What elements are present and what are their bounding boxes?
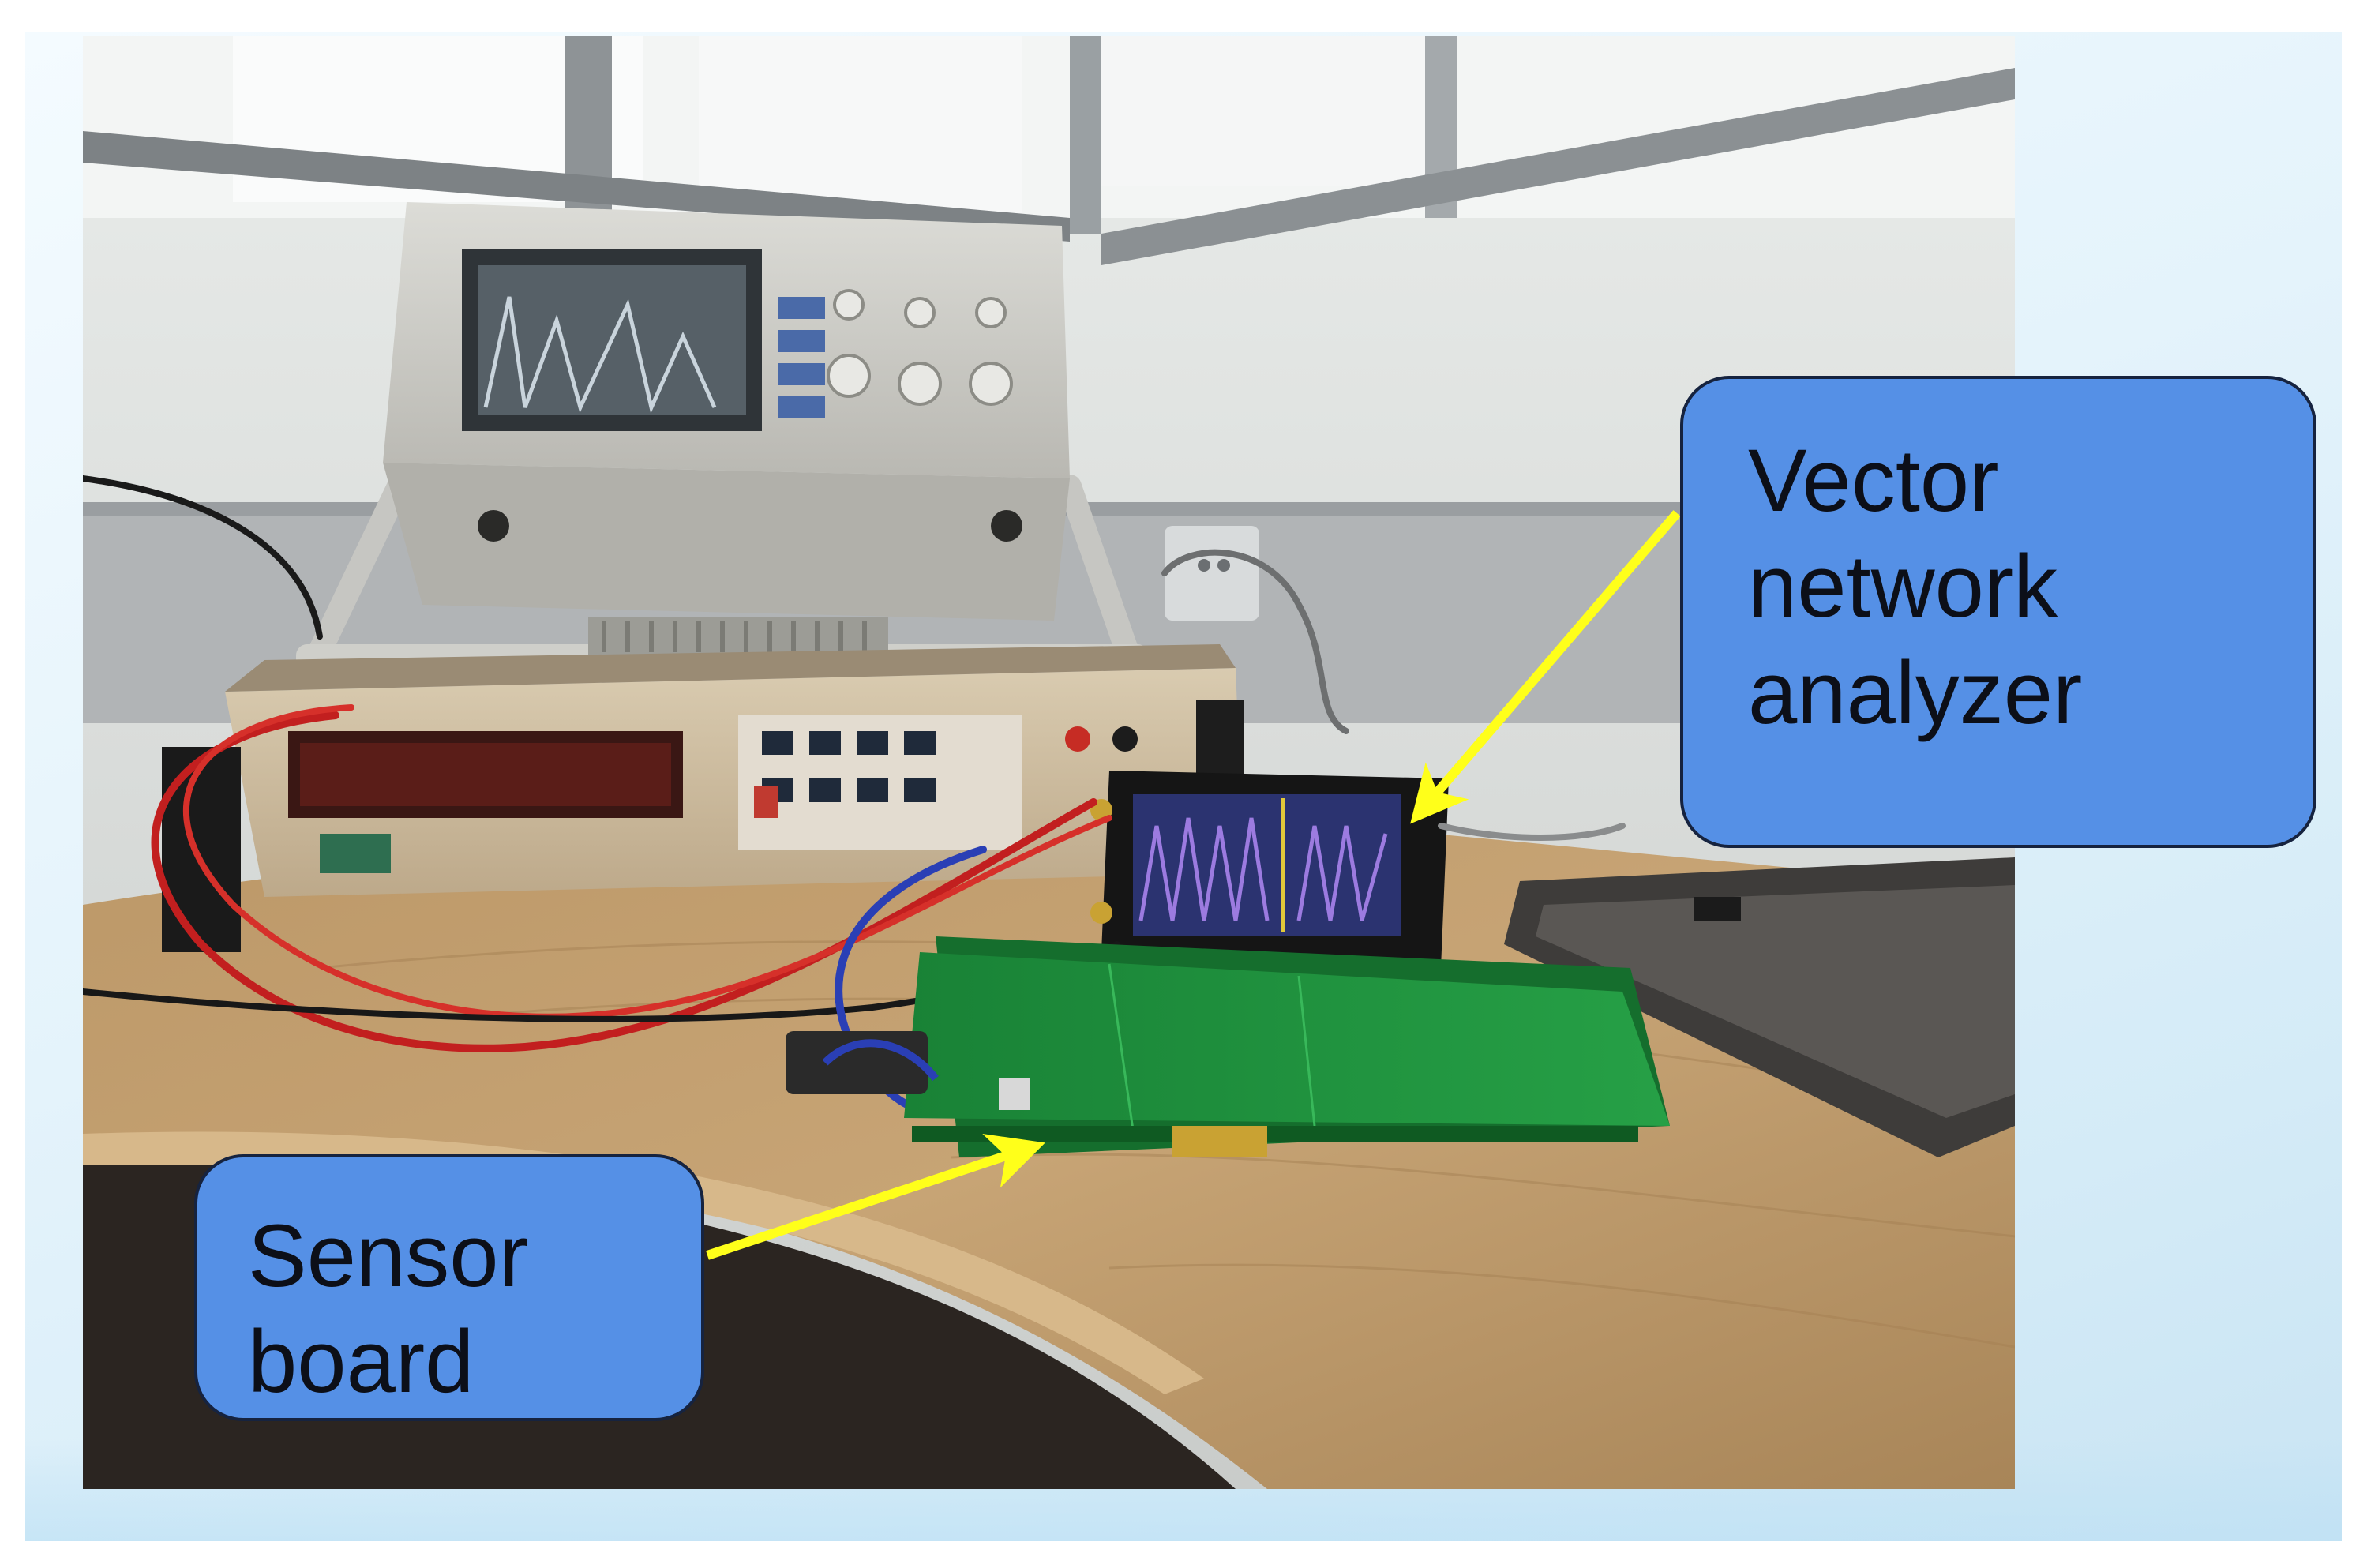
sensor-callout-line-2: board (248, 1312, 475, 1412)
sensor-board-callout: Sensor board (194, 1154, 704, 1421)
vna-callout-line-1: Vector (1748, 431, 1999, 530)
vector-network-analyzer-callout: Vector network analyzer (1680, 376, 2316, 848)
vna-callout-line-3: analyzer (1748, 643, 2083, 742)
sensor-callout-line-1: Sensor (248, 1206, 528, 1305)
vna-callout-line-2: network (1748, 537, 2058, 636)
